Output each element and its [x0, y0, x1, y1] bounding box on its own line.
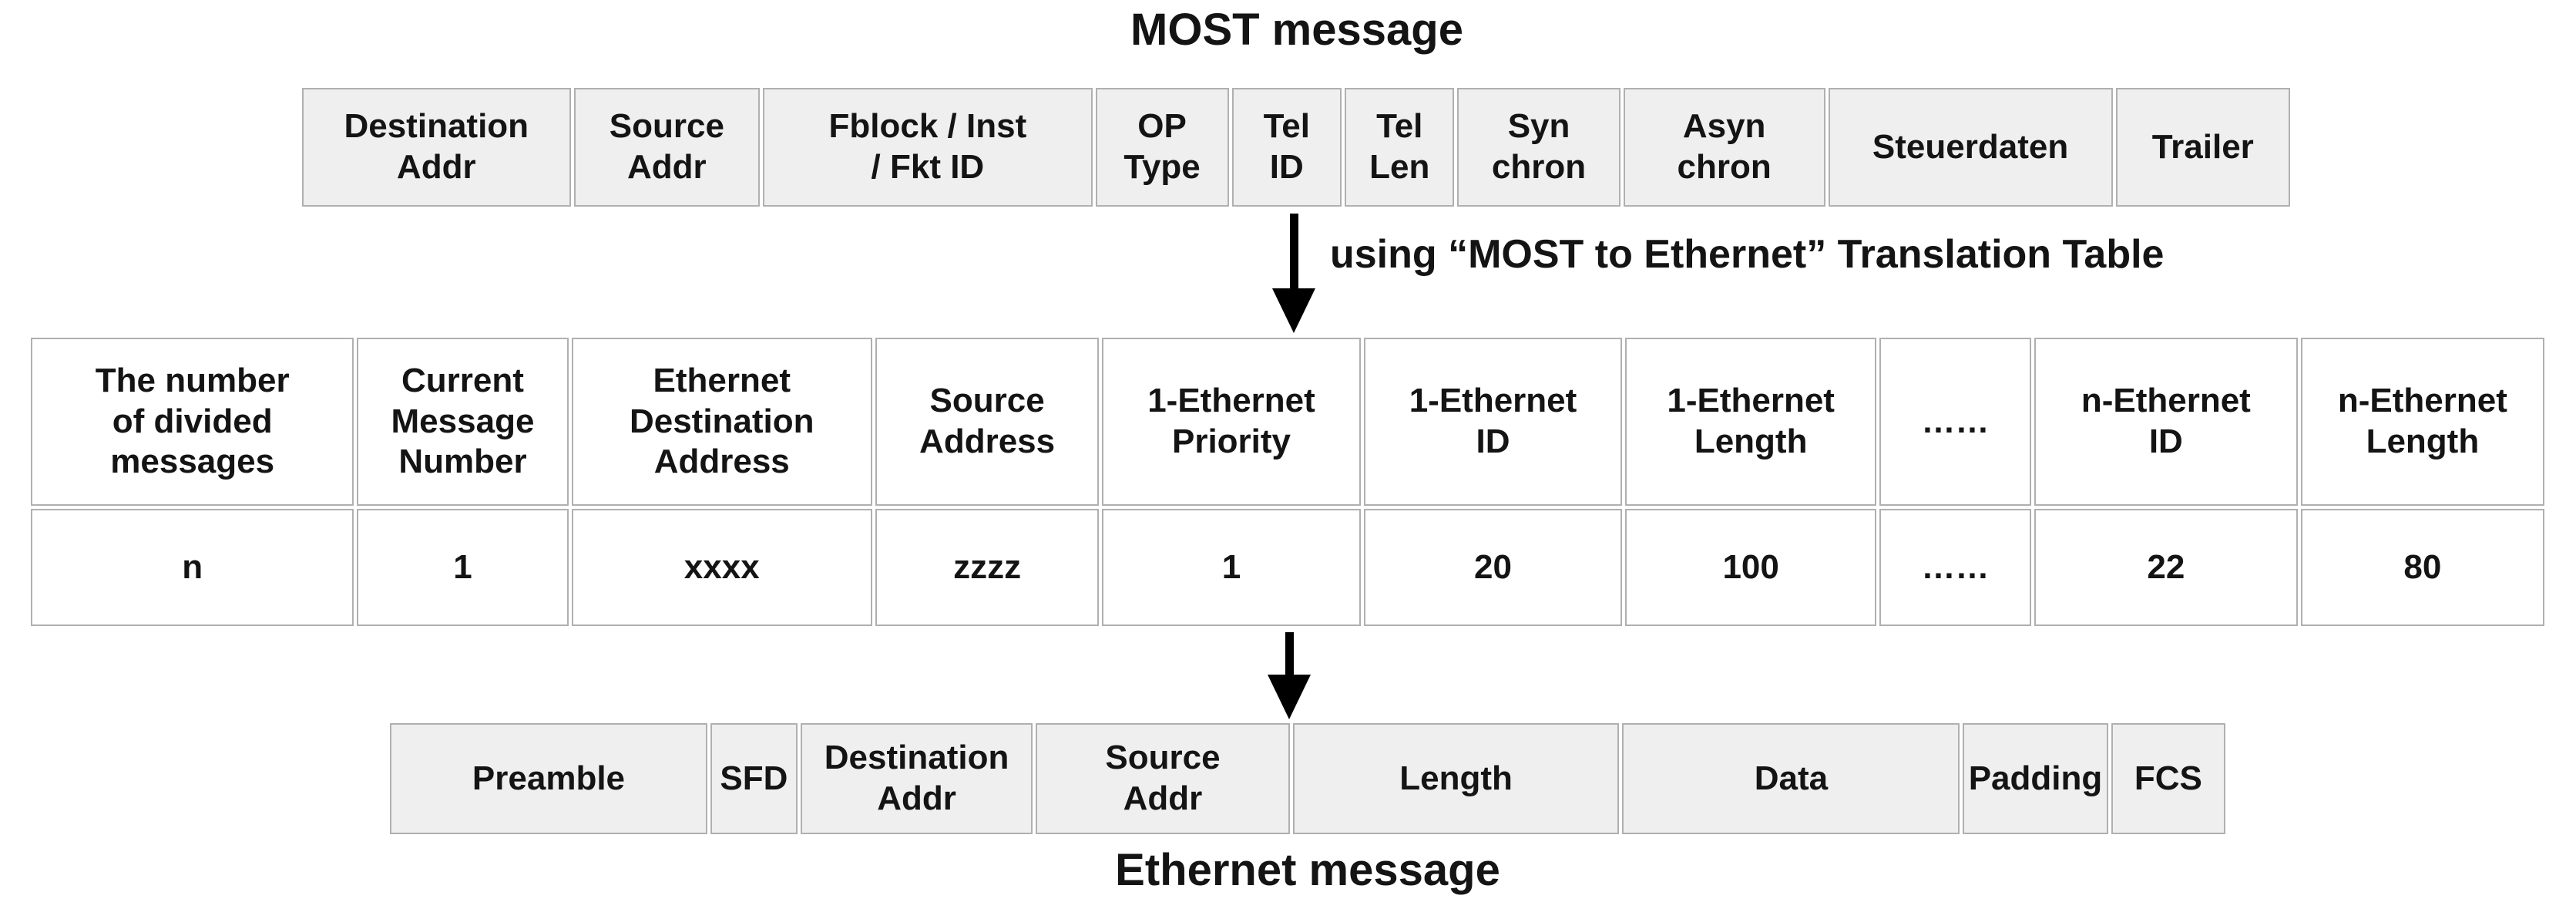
- ethernet-message-title: Ethernet message: [1115, 845, 1500, 895]
- field-tel-len: Tel Len: [1345, 88, 1455, 207]
- divided-table-header-row: The number of divided messages Current M…: [31, 338, 2544, 506]
- field-asynchron: Asyn chron: [1623, 88, 1825, 207]
- divided-table-value-row: n 1 xxxx zzzz 1 20 100 …… 22 80: [31, 509, 2544, 626]
- field-source-addr: Source Addr: [573, 88, 761, 207]
- down-arrow-icon: [1290, 214, 1298, 291]
- most-message-title: MOST message: [1130, 5, 1463, 55]
- val-current-message-number: 1: [357, 509, 569, 626]
- field-tel-id: Tel ID: [1231, 88, 1342, 207]
- val-1-ethernet-length: 100: [1625, 509, 1877, 626]
- field-preamble: Preamble: [390, 723, 707, 834]
- field-synchron: Syn chron: [1457, 88, 1620, 207]
- col-n-ethernet-length: n-Ethernet Length: [2300, 338, 2544, 506]
- field-eth-destination-addr: Destination Addr: [800, 723, 1033, 834]
- field-eth-source-addr: Source Addr: [1036, 723, 1290, 834]
- col-number-of-divided-messages: The number of divided messages: [31, 338, 354, 506]
- ethernet-frame-table: Preamble SFD Destination Addr Source Add…: [387, 720, 2228, 837]
- field-op-type: OP Type: [1095, 88, 1229, 207]
- val-source-address: zzzz: [875, 509, 1100, 626]
- translation-table-label: using “MOST to Ethernet” Translation Tab…: [1330, 232, 2165, 277]
- field-length: Length: [1292, 723, 1620, 834]
- val-number-of-divided-messages: n: [31, 509, 354, 626]
- field-data: Data: [1622, 723, 1960, 834]
- col-current-message-number: Current Message Number: [357, 338, 569, 506]
- val-ellipsis: ……: [1879, 509, 2031, 626]
- val-n-ethernet-length: 80: [2300, 509, 2544, 626]
- col-n-ethernet-id: n-Ethernet ID: [2034, 338, 2298, 506]
- most-message-table: Destination Addr Source Addr Fblock / In…: [299, 85, 2293, 210]
- field-destination-addr: Destination Addr: [302, 88, 571, 207]
- val-n-ethernet-id: 22: [2034, 509, 2298, 626]
- col-ethernet-destination-address: Ethernet Destination Address: [571, 338, 872, 506]
- col-1-ethernet-priority: 1-Ethernet Priority: [1102, 338, 1361, 506]
- val-ethernet-destination-address: xxxx: [571, 509, 872, 626]
- field-sfd: SFD: [710, 723, 798, 834]
- col-1-ethernet-id: 1-Ethernet ID: [1363, 338, 1623, 506]
- val-1-ethernet-priority: 1: [1102, 509, 1361, 626]
- down-arrow-head-icon: [1268, 675, 1311, 719]
- divided-ethernet-message-table: The number of divided messages Current M…: [28, 335, 2547, 629]
- most-fields-row: Destination Addr Source Addr Fblock / In…: [302, 88, 2290, 207]
- field-steuerdaten: Steuerdaten: [1828, 88, 2113, 207]
- down-arrow-head-icon: [1272, 288, 1315, 333]
- field-padding: Padding: [1963, 723, 2108, 834]
- field-fblock-inst-fkt-id: Fblock / Inst / Fkt ID: [763, 88, 1093, 207]
- col-source-address: Source Address: [875, 338, 1100, 506]
- val-1-ethernet-id: 20: [1363, 509, 1623, 626]
- down-arrow-icon: [1285, 632, 1294, 677]
- col-ellipsis: ……: [1879, 338, 2031, 506]
- field-fcs: FCS: [2111, 723, 2225, 834]
- field-trailer: Trailer: [2115, 88, 2290, 207]
- col-1-ethernet-length: 1-Ethernet Length: [1625, 338, 1877, 506]
- ethernet-fields-row: Preamble SFD Destination Addr Source Add…: [390, 723, 2225, 834]
